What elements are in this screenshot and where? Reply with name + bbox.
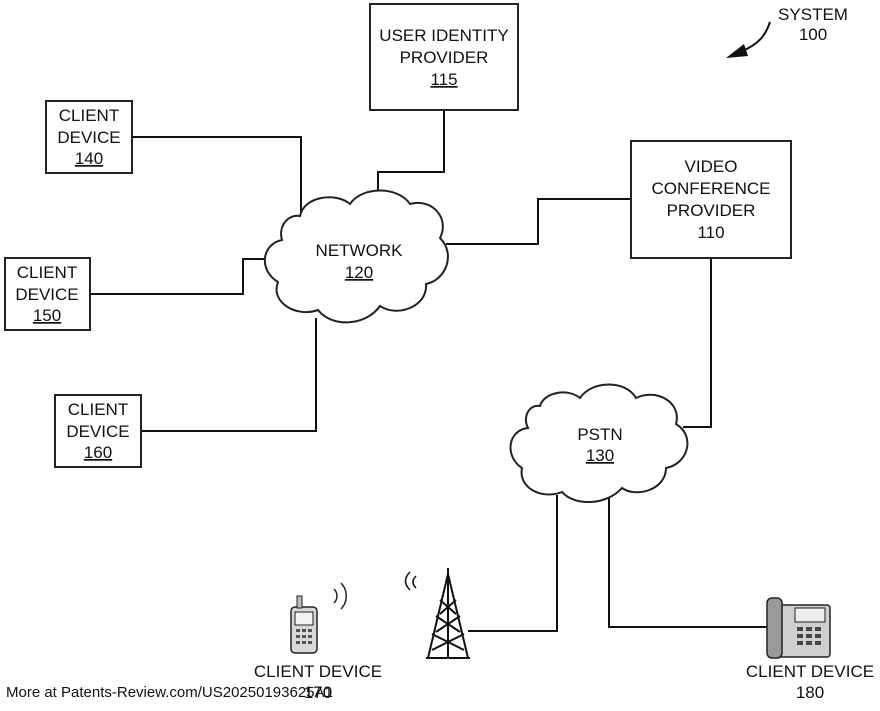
client-150-number: 150 — [33, 306, 61, 325]
client-160-line2: DEVICE — [66, 422, 129, 441]
wire-network-videoconf — [446, 199, 632, 244]
cell-tower-icon — [406, 568, 471, 658]
client-150-line2: DEVICE — [15, 285, 78, 304]
identity-provider-line2: PROVIDER — [400, 48, 489, 67]
client-140-number: 140 — [75, 149, 103, 168]
mobile-phone-icon — [291, 583, 346, 653]
client-150-line1: CLIENT — [17, 263, 77, 282]
identity-provider-line1: USER IDENTITY — [379, 26, 508, 45]
client-180-number: 180 — [796, 683, 824, 702]
client-140-line1: CLIENT — [59, 106, 119, 125]
system-label: SYSTEM — [778, 5, 848, 24]
network-label: NETWORK — [316, 241, 404, 260]
pstn-label: PSTN — [577, 425, 622, 444]
wire-client140-network — [132, 137, 301, 212]
client-160-line1: CLIENT — [68, 400, 128, 419]
client-180-label: CLIENT DEVICE — [746, 662, 874, 681]
video-conference-line3: PROVIDER — [667, 201, 756, 220]
video-conference-line2: CONFERENCE — [651, 179, 770, 198]
video-conference-number: 110 — [697, 223, 724, 242]
system-number: 100 — [799, 25, 827, 44]
video-conference-line1: VIDEO — [685, 157, 738, 176]
identity-provider-number: 115 — [430, 70, 457, 89]
wire-pstn-phone — [609, 498, 768, 627]
wire-pstn-tower — [468, 495, 557, 631]
pstn-number: 130 — [586, 446, 614, 465]
system-pointer-arrow-icon — [726, 22, 770, 58]
desk-phone-icon — [767, 598, 830, 658]
wire-videoconf-pstn — [683, 258, 711, 427]
source-footer: More at Patents-Review.com/US20250193625… — [6, 684, 333, 701]
wire-identity-network — [378, 110, 444, 200]
wire-client150-network — [90, 259, 272, 294]
client-160-number: 160 — [84, 443, 112, 462]
network-number: 120 — [345, 263, 373, 282]
client-140-line2: DEVICE — [57, 128, 120, 147]
client-170-label: CLIENT DEVICE — [254, 662, 382, 681]
wire-client160-network — [141, 318, 316, 431]
